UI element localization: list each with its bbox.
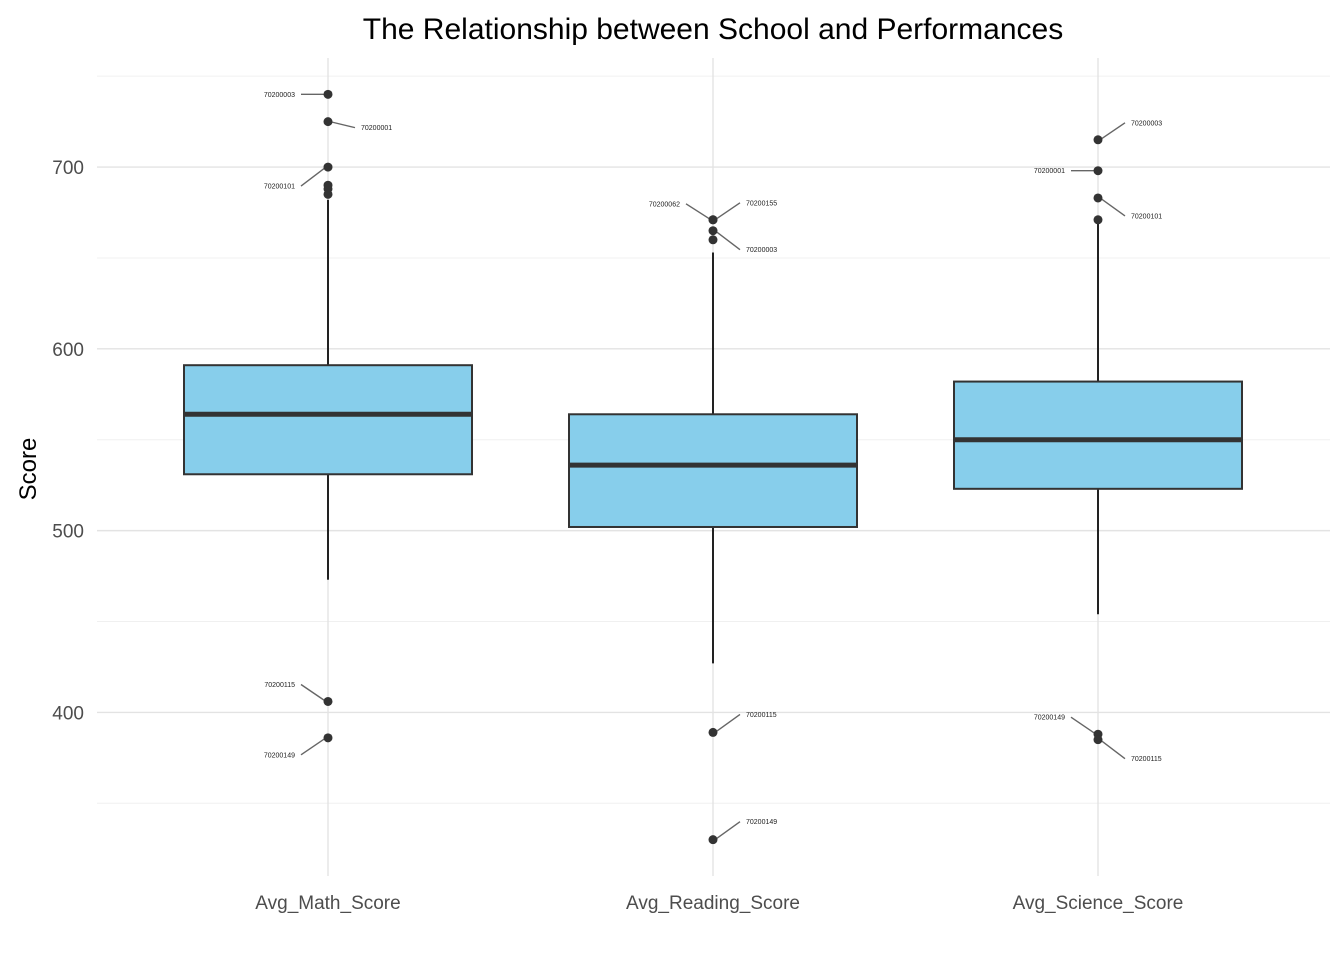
outlier-point [1093,735,1103,745]
outlier-leader [1099,122,1126,141]
x-tick-label: Avg_Math_Score [255,893,400,914]
outlier-label: 70200101 [264,184,295,191]
box-body [953,380,1243,490]
outlier-leader [300,683,327,703]
boxes-layer: 70200003 70200001 70200101 70200115 70200149… [183,89,1243,845]
outlier-point [708,727,718,737]
outlier-point [708,215,718,225]
outlier-point [1093,166,1103,176]
outlier-label: 70200115 [1131,756,1162,763]
outlier-point [323,696,333,706]
outlier-label: 70200155 [746,200,777,207]
outlier-leader [714,713,741,733]
outlier-label: 70200115 [746,712,777,719]
outlier-point [1093,215,1103,225]
y-axis-label: Score [15,438,42,501]
outlier-label: 70200003 [1131,120,1162,127]
outlier-leader [1099,197,1126,217]
outlier-label: 70200115 [264,682,295,689]
outlier-label: 70200101 [1131,213,1162,220]
outlier-leader [1070,716,1097,735]
outlier-leader [714,202,741,221]
outlier-label: 70200062 [649,201,680,208]
outlier-leader [685,203,712,221]
outlier-leader [1099,739,1126,760]
outlier-point [323,733,333,743]
outlier-point [708,235,718,245]
outlier-point [1093,193,1103,203]
box-Avg_Reading_Score: 70200062 70200155 70200003 70200115 70200149 [568,200,858,845]
x-tick-label: Avg_Science_Score [1013,893,1184,914]
outlier-point [323,89,333,99]
y-tick-label: 700 [52,158,84,179]
outlier-label: 70200001 [1034,168,1065,175]
outlier-leader [714,821,741,841]
outlier-leader [300,737,327,756]
outlier-point [1093,135,1103,145]
box-Avg_Science_Score: 70200003 70200001 70200101 70200149 70200115 [953,120,1243,763]
box-body [568,413,858,528]
outlier-label: 70200149 [1034,715,1065,722]
y-tick-label: 400 [52,703,84,724]
outlier-point [708,835,718,845]
outlier-point [323,162,333,172]
x-tick-label: Avg_Reading_Score [626,893,800,914]
box-body [183,364,473,476]
outlier-label: 70200003 [746,247,777,254]
y-tick-label: 600 [52,340,84,361]
outlier-label: 70200149 [746,819,777,826]
outlier-label: 70200001 [361,125,392,132]
outlier-point [323,117,333,127]
outlier-point [708,226,718,236]
y-tick-label: 500 [52,522,84,543]
outlier-label: 70200149 [264,752,295,759]
outlier-point [323,189,333,199]
outlier-leader [329,120,356,129]
outlier-leader [300,166,327,187]
outlier-leader [714,230,741,251]
box-Avg_Math_Score: 70200003 70200001 70200101 70200115 70200149 [183,89,473,759]
outlier-label: 70200003 [264,92,295,99]
chart-title: The Relationship between School and Perf… [363,13,1063,46]
